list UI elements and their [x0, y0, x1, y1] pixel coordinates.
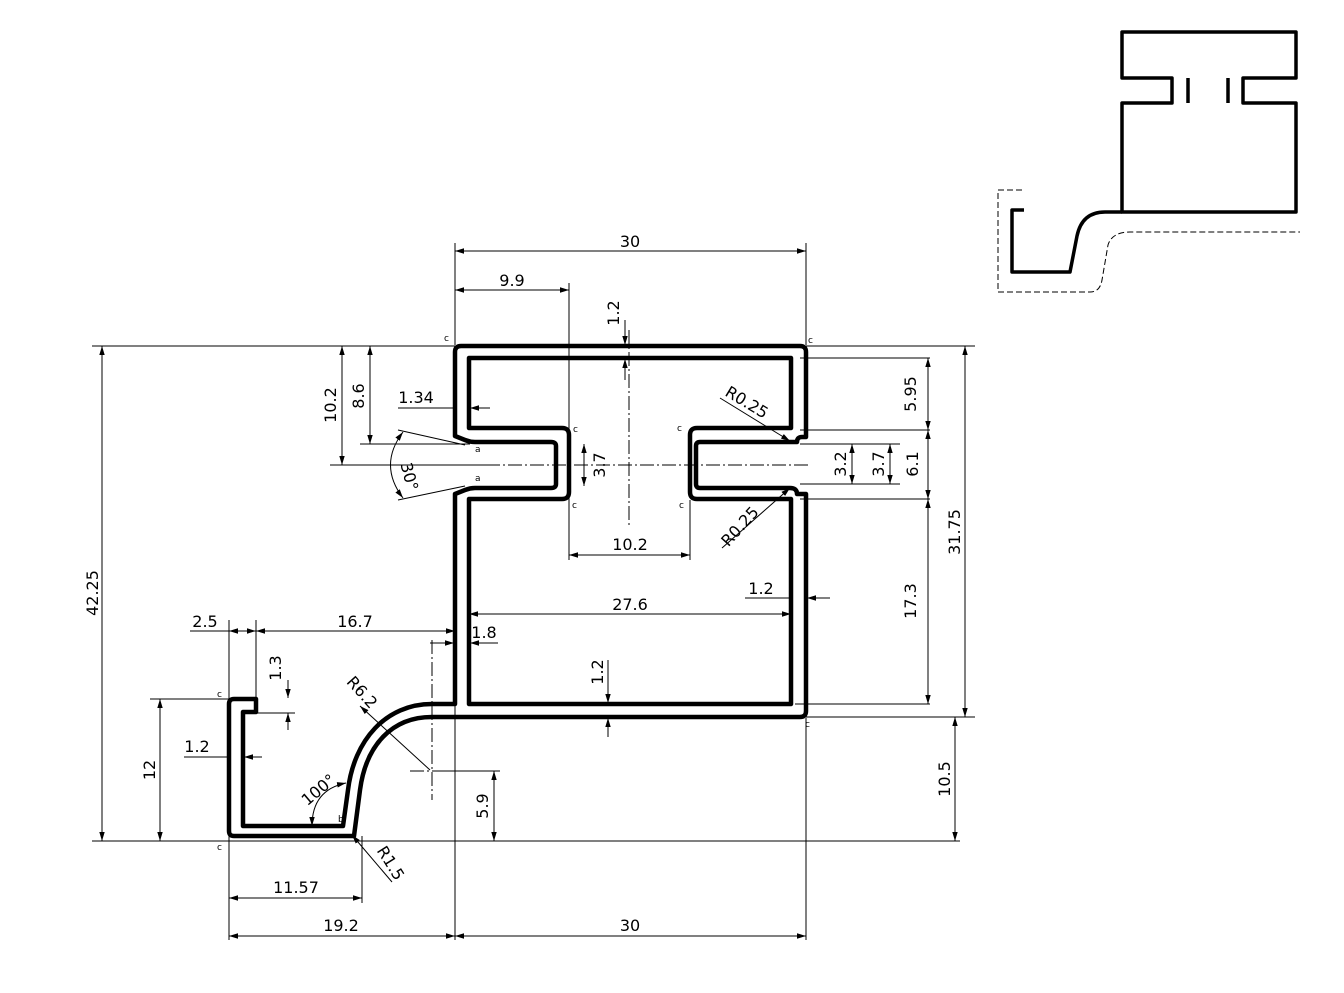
marker-corner: c — [572, 501, 577, 511]
marker-corner: c — [444, 334, 449, 344]
dim-fillet-top: R0.25 — [722, 382, 772, 422]
dimension-lines — [99, 248, 968, 939]
dim-web-thickness: 1.8 — [471, 623, 496, 642]
marker-corner: c — [808, 336, 813, 346]
dim-foot-span: 16.7 — [337, 612, 373, 631]
marker-corner: c — [679, 501, 684, 511]
dim-lip-width: 1.34 — [398, 388, 434, 407]
dim-foot-total-width: 19.2 — [323, 916, 359, 935]
dimension-labels: 30 9.9 1.2 42.25 10.2 8.6 1.34 30° 3.7 1… — [83, 232, 964, 935]
dim-fillet-bottom: R0.25 — [717, 503, 762, 550]
profile-outer-contour — [226, 343, 809, 839]
dim-top-to-slot-outer: 10.2 — [321, 387, 340, 423]
marker-corner: c — [217, 690, 222, 700]
dim-right-lower: 10.5 — [935, 761, 954, 797]
thumbnail-profile — [1120, 30, 1298, 214]
dim-bottom-width: 30 — [620, 916, 640, 935]
marker-corner: c — [573, 425, 578, 435]
dim-right-wall: 1.2 — [748, 579, 773, 598]
dim-slot-left-offset: 9.9 — [499, 271, 524, 290]
marker-corner: c — [805, 720, 810, 730]
marker-corner: c — [677, 424, 682, 434]
marker-corner: c — [217, 843, 222, 853]
marker-bend-point: b — [338, 815, 344, 825]
dim-overall-height: 42.25 — [83, 570, 102, 616]
dim-slot-outer-height: 6.1 — [903, 451, 922, 476]
dim-slot-height-left: 3.7 — [590, 452, 609, 477]
dim-bottom-wall: 1.2 — [588, 659, 607, 684]
dim-right-upper: 5.95 — [901, 376, 920, 412]
marker-chamfer-point: a — [475, 445, 481, 455]
thumbnail-foot — [1010, 208, 1122, 274]
dim-foot-step: 5.9 — [473, 793, 492, 818]
thumbnail-phantom-outline — [997, 189, 1300, 293]
dim-small-radius: R1.5 — [373, 843, 408, 884]
dim-bend-radius: R6.2 — [343, 672, 382, 712]
dim-foot-height: 12 — [140, 760, 159, 780]
dim-foot-lip-height: 1.3 — [266, 655, 285, 680]
dim-top-to-slot-inner: 8.6 — [349, 383, 368, 408]
dim-lower-chamber: 17.3 — [901, 583, 920, 619]
dim-inner-width: 27.6 — [612, 595, 648, 614]
dim-foot-inner-width: 11.57 — [273, 878, 319, 897]
dim-top-width: 30 — [620, 232, 640, 251]
dim-slot-inner-height: 3.2 — [831, 451, 850, 476]
dim-slot-height-right: 3.7 — [869, 451, 888, 476]
dim-bend-angle: 100° — [298, 770, 340, 809]
dim-foot-lip: 2.5 — [192, 612, 217, 631]
profile-thumbnail — [997, 30, 1300, 293]
profile-outline — [226, 343, 809, 839]
dim-top-wall: 1.2 — [604, 300, 623, 325]
marker-chamfer-point: a — [475, 474, 481, 484]
dim-box-height: 31.75 — [945, 509, 964, 555]
dim-slot-gap: 10.2 — [612, 535, 648, 554]
point-markers: c c c c c c c c c a a b — [217, 334, 813, 853]
dim-foot-wall: 1.2 — [184, 737, 209, 756]
profile-upper-chamber — [466, 355, 794, 707]
